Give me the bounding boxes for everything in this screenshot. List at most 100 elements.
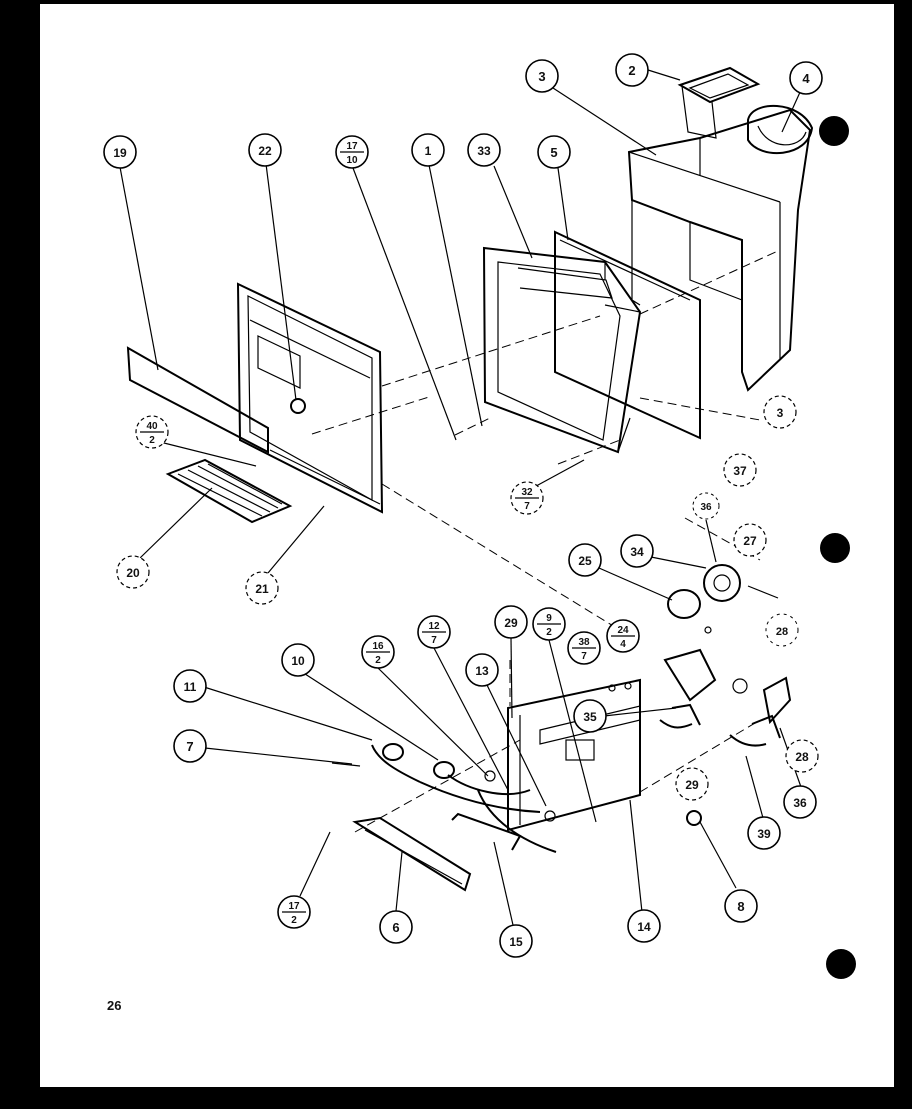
callout-38-7: 38 7 xyxy=(567,631,601,665)
svg-text:28: 28 xyxy=(795,750,809,764)
svg-text:17: 17 xyxy=(346,141,358,152)
svg-text:11: 11 xyxy=(184,680,197,694)
svg-text:16: 16 xyxy=(372,641,384,652)
svg-text:32: 32 xyxy=(521,487,533,498)
svg-text:12: 12 xyxy=(428,621,440,632)
svg-text:40: 40 xyxy=(146,421,158,432)
callout-34: 34 xyxy=(620,534,654,568)
svg-text:5: 5 xyxy=(550,145,557,160)
callout-3-dashed: 3 xyxy=(763,395,797,429)
svg-text:8: 8 xyxy=(737,899,744,914)
callout-5: 5 xyxy=(537,135,571,169)
svg-text:27: 27 xyxy=(743,534,757,548)
svg-text:2: 2 xyxy=(546,627,552,638)
callout-28-lower: 28 xyxy=(785,739,819,773)
page-number: 26 xyxy=(107,998,122,1013)
alignment-lines xyxy=(311,249,781,833)
callout-37: 37 xyxy=(723,453,757,487)
callout-8: 8 xyxy=(724,889,758,923)
callout-33: 33 xyxy=(467,133,501,167)
callout-21: 21 xyxy=(245,571,279,605)
callout-3: 3 xyxy=(525,59,559,93)
svg-text:33: 33 xyxy=(477,144,491,158)
light-bulb-icon xyxy=(290,398,306,414)
svg-text:29: 29 xyxy=(685,778,699,792)
svg-text:3: 3 xyxy=(538,69,545,84)
svg-text:2: 2 xyxy=(375,655,381,666)
scan-bottom-border xyxy=(0,1087,912,1109)
callout-2: 2 xyxy=(615,53,649,87)
svg-text:19: 19 xyxy=(113,146,127,160)
registration-dot-bottom xyxy=(826,949,856,979)
control-bracket xyxy=(507,678,641,832)
svg-text:37: 37 xyxy=(733,464,747,478)
svg-text:22: 22 xyxy=(258,144,272,158)
callout-22: 22 xyxy=(248,133,282,167)
callout-24-4: 24 4 xyxy=(606,619,640,653)
svg-text:7: 7 xyxy=(581,651,587,662)
callout-27: 27 xyxy=(733,523,767,557)
svg-text:3: 3 xyxy=(777,406,784,420)
callout-17-10: 17 10 xyxy=(335,135,369,169)
callout-35: 35 xyxy=(573,699,607,733)
svg-text:25: 25 xyxy=(578,554,592,568)
callout-36-upper: 36 xyxy=(692,492,720,520)
trim-strip xyxy=(352,816,472,892)
registration-dot-top xyxy=(819,116,849,146)
callout-7: 7 xyxy=(173,729,207,763)
mounting-plate xyxy=(554,230,701,440)
svg-text:21: 21 xyxy=(255,582,269,596)
svg-text:36: 36 xyxy=(700,502,712,513)
callout-16-2: 16 2 xyxy=(361,635,395,669)
drip-grille xyxy=(165,458,293,524)
callout-29-lower: 29 xyxy=(675,767,709,801)
callout-36-lower: 36 xyxy=(783,785,817,819)
svg-text:4: 4 xyxy=(802,71,810,86)
svg-text:28: 28 xyxy=(776,626,788,638)
svg-text:4: 4 xyxy=(620,639,626,650)
svg-text:39: 39 xyxy=(757,827,771,841)
svg-text:2: 2 xyxy=(149,435,155,446)
callout-12-7: 12 7 xyxy=(417,615,451,649)
svg-text:6: 6 xyxy=(392,920,399,935)
svg-text:7: 7 xyxy=(431,635,437,646)
svg-text:14: 14 xyxy=(637,920,651,934)
trim-panel xyxy=(126,346,306,454)
svg-text:10: 10 xyxy=(291,654,305,668)
dispenser-housing xyxy=(482,246,642,454)
callout-1: 1 xyxy=(411,133,445,167)
svg-text:17: 17 xyxy=(288,901,300,912)
svg-text:7: 7 xyxy=(186,739,193,754)
svg-text:20: 20 xyxy=(126,566,140,580)
svg-text:36: 36 xyxy=(793,796,807,810)
callout-28-upper: 28 xyxy=(765,613,799,647)
cabinet-housing xyxy=(627,66,814,392)
svg-text:24: 24 xyxy=(617,625,629,636)
callout-6: 6 xyxy=(379,910,413,944)
wiring-harness xyxy=(331,743,557,853)
callout-39: 39 xyxy=(747,816,781,850)
grommet xyxy=(686,810,702,826)
svg-text:2: 2 xyxy=(291,915,297,926)
svg-text:2: 2 xyxy=(628,63,635,78)
front-frame xyxy=(236,282,384,514)
callout-9-2: 9 2 xyxy=(532,607,566,641)
svg-text:9: 9 xyxy=(546,613,552,624)
callout-10: 10 xyxy=(281,643,315,677)
callout-40-2: 40 2 xyxy=(135,415,169,449)
svg-text:1: 1 xyxy=(425,144,432,158)
callout-20: 20 xyxy=(116,555,150,589)
svg-text:29: 29 xyxy=(504,616,518,630)
callout-11: 11 xyxy=(173,669,207,703)
callout-32-7: 32 7 xyxy=(510,481,544,515)
svg-text:10: 10 xyxy=(346,155,358,166)
svg-text:15: 15 xyxy=(509,935,523,949)
leader-lines xyxy=(119,69,802,926)
callout-14: 14 xyxy=(627,909,661,943)
callout-15: 15 xyxy=(499,924,533,958)
registration-dot-middle xyxy=(820,533,850,563)
callout-29-upper: 29 xyxy=(494,605,528,639)
svg-text:34: 34 xyxy=(630,545,644,559)
actuator-assembly xyxy=(608,564,792,747)
svg-text:7: 7 xyxy=(524,501,530,512)
